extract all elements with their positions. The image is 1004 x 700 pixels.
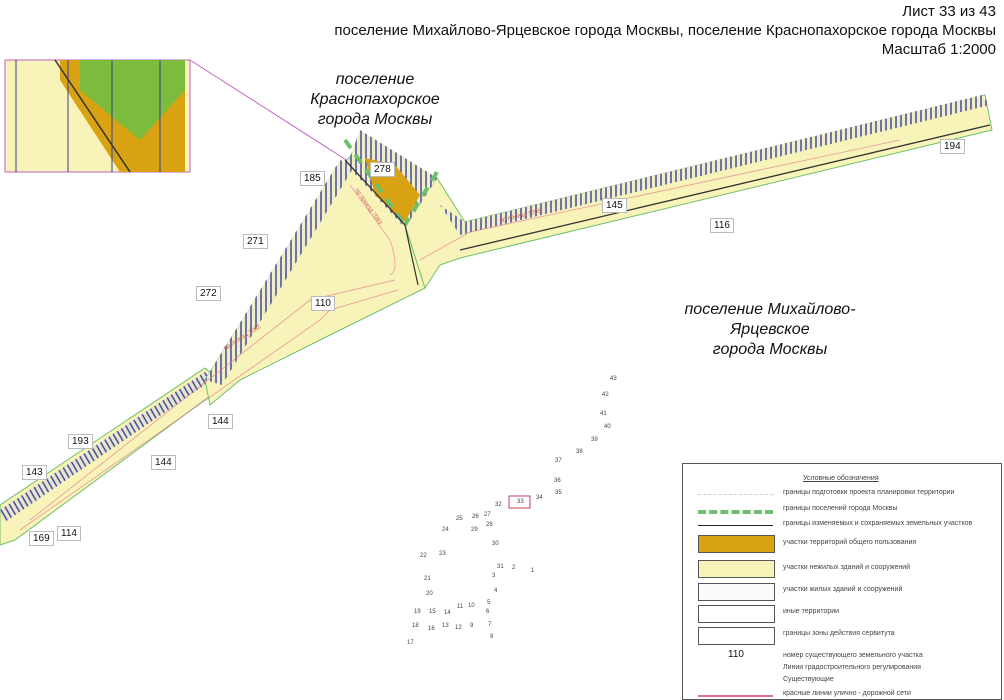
corridor-southwest: [0, 367, 226, 546]
plot-number[interactable]: 185: [300, 171, 325, 186]
legend-item: границы подготовки проекта планировки те…: [783, 489, 955, 496]
legend-item: участки территорий общего пользования: [783, 539, 917, 546]
plot-number[interactable]: 143: [22, 465, 47, 480]
small-plot-number[interactable]: 43: [610, 376, 617, 382]
small-plot-number[interactable]: 39: [591, 437, 598, 443]
small-plot-number[interactable]: 8: [490, 634, 494, 640]
small-plot-number[interactable]: 30: [492, 541, 499, 547]
area-label-line: поселение: [335, 71, 415, 88]
inset-detail: [4, 59, 363, 173]
plot-number[interactable]: 144: [151, 455, 176, 470]
hatched-strip-southwest: [0, 372, 212, 522]
small-plot-number[interactable]: 40: [604, 424, 611, 430]
area-label-line: поселение Михайлово-Ярцевское: [684, 301, 856, 338]
legend-swatch-plot-border: [698, 525, 773, 526]
sheet-title: поселение Михайлово-Ярцевское города Мос…: [334, 22, 996, 39]
small-plot-number[interactable]: 24: [442, 527, 449, 533]
legend-item: Существующие: [783, 676, 834, 683]
area-label-krasnopakhorskoe: поселение Краснопахорское города Москвы: [300, 70, 450, 130]
legend-swatch-project-border: [698, 494, 773, 495]
small-plot-number[interactable]: 3: [492, 573, 496, 579]
hatched-strip-east: [440, 95, 990, 235]
legend-item: красные линии улично - дорожной сети: [783, 690, 911, 697]
small-plot-number[interactable]: 7: [488, 622, 492, 628]
legend-item: участки жилых зданий и сооружений: [783, 586, 903, 593]
small-plot-number[interactable]: 16: [428, 626, 435, 632]
area-label-line: города Москвы: [712, 341, 828, 358]
small-plot-number[interactable]: 11: [457, 604, 464, 610]
small-plot-number[interactable]: 34: [536, 495, 543, 501]
plot-number[interactable]: 271: [243, 234, 268, 249]
plot-number[interactable]: 116: [710, 218, 734, 233]
small-plot-number[interactable]: 19: [414, 609, 421, 615]
plot-number[interactable]: 145: [602, 198, 627, 213]
small-plot-number[interactable]: 26: [472, 514, 479, 520]
small-plot-number[interactable]: 1: [531, 568, 535, 574]
area-label-line: Краснопахорское: [310, 91, 440, 108]
small-plot-number[interactable]: 21: [424, 576, 431, 582]
small-plot-number[interactable]: 27: [484, 512, 491, 518]
plot-number[interactable]: 114: [57, 526, 81, 541]
small-plot-number[interactable]: 6: [486, 609, 490, 615]
small-plot-number[interactable]: 12: [455, 625, 462, 631]
small-plot-number[interactable]: 13: [442, 623, 449, 629]
legend-item: иные территории: [783, 608, 840, 615]
small-plot-number[interactable]: 18: [412, 623, 419, 629]
plot-number[interactable]: 278: [370, 162, 395, 177]
small-plot-number[interactable]: 41: [600, 411, 607, 417]
legend-swatch-servitude: [698, 627, 775, 645]
small-plot-number[interactable]: 17: [407, 640, 414, 646]
legend-swatch-public: [698, 535, 775, 553]
small-plot-number[interactable]: 4: [494, 588, 498, 594]
area-label-mikhailovo: поселение Михайлово-Ярцевское города Мос…: [655, 300, 885, 360]
plot-number[interactable]: 110: [311, 296, 335, 311]
small-plot-number[interactable]: 5: [487, 600, 491, 606]
legend-sample-number: 110: [728, 649, 744, 660]
small-plot-number[interactable]: 33: [517, 499, 524, 505]
plot-number[interactable]: 169: [29, 531, 54, 546]
legend-item: границы изменяемых и сохраняемых земельн…: [783, 520, 973, 527]
legend-swatch-nonresidential: [698, 560, 775, 578]
legend-item: участки нежилых зданий и сооружений: [783, 564, 911, 571]
legend-item: Линии градостроительного регулирования: [783, 664, 921, 671]
legend-item: границы поселений города Москвы: [783, 505, 898, 512]
small-plot-number[interactable]: 37: [555, 458, 562, 464]
legend-swatch-residential: [698, 583, 775, 601]
scale-label: Масштаб 1:2000: [881, 41, 996, 58]
small-plot-number[interactable]: 42: [602, 392, 609, 398]
legend: Условные обозначения 110 границы подгото…: [682, 463, 1002, 700]
small-plot-number[interactable]: 35: [555, 490, 562, 496]
small-plot-number[interactable]: 2: [512, 565, 516, 571]
legend-swatch-other: [698, 605, 775, 623]
legend-swatch-settlement-border: [698, 510, 773, 514]
plot-number[interactable]: 194: [940, 139, 965, 154]
small-plot-number[interactable]: 20: [426, 591, 433, 597]
small-plot-number[interactable]: 14: [444, 610, 451, 616]
plot-number[interactable]: 193: [68, 434, 93, 449]
small-plot-number[interactable]: 32: [495, 502, 502, 508]
area-label-line: города Москвы: [317, 111, 433, 128]
small-plot-number[interactable]: 10: [468, 603, 475, 609]
small-plot-number[interactable]: 15: [429, 609, 436, 615]
legend-item: номер существующего земельного участка: [783, 652, 923, 659]
road-east: [404, 94, 993, 290]
hatched-strip-west: [205, 160, 355, 385]
small-plot-number[interactable]: 28: [486, 522, 493, 528]
small-plot-number[interactable]: 38: [576, 449, 583, 455]
legend-title: Условные обозначения: [803, 475, 879, 482]
small-plot-number[interactable]: 9: [470, 623, 474, 629]
small-plot-number[interactable]: 31: [497, 564, 504, 570]
small-plot-number[interactable]: 22: [420, 553, 427, 559]
plot-number[interactable]: 144: [208, 414, 233, 429]
small-plot-number[interactable]: 36: [554, 478, 561, 484]
sheet-number: Лист 33 из 43: [902, 3, 996, 20]
legend-item: границы зоны действия сервитута: [783, 630, 895, 637]
legend-swatch-red-line: [698, 695, 773, 697]
small-plot-number[interactable]: 23: [439, 551, 446, 557]
small-plot-number[interactable]: 29: [471, 527, 478, 533]
plot-number[interactable]: 272: [196, 286, 221, 301]
small-plot-number[interactable]: 25: [456, 516, 463, 522]
